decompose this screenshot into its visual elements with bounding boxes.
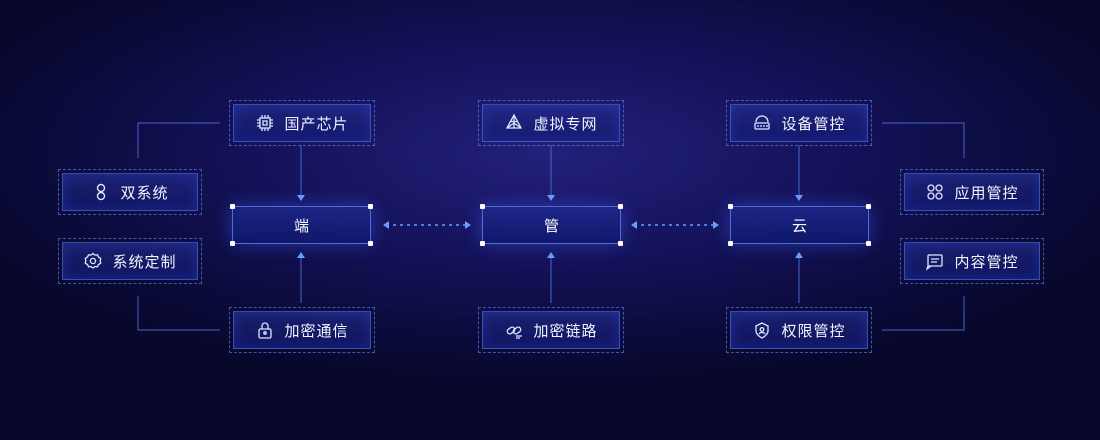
feature-xitong-dingzhi-label: 系统定制 <box>112 252 177 271</box>
feature-yingyong-guankong-label: 应用管控 <box>954 183 1019 202</box>
feature-neirong-guankong: 内容管控 <box>900 238 1044 284</box>
feature-guochan-xinpian-label: 国产芯片 <box>284 114 349 133</box>
lock-icon <box>255 320 275 340</box>
node-duan-label: 端 <box>293 216 309 235</box>
feature-shebei-guankong: 设备管控 <box>726 100 872 146</box>
node-guan-label: 管 <box>543 216 559 235</box>
feature-shuang-xitong-label: 双系统 <box>120 183 169 202</box>
feature-xuni-zhuanwang-label: 虚拟专网 <box>533 114 598 133</box>
feature-yingyong-guankong: 应用管控 <box>900 169 1044 215</box>
dual-system-icon <box>91 182 111 202</box>
network-icon <box>504 113 524 133</box>
node-yun: 云 <box>728 204 871 246</box>
feature-jiami-lianlu-label: 加密链路 <box>533 321 598 340</box>
content-icon <box>925 251 945 271</box>
feature-jiami-lianlu: 加密链路 <box>478 307 624 353</box>
shield-icon <box>752 320 772 340</box>
gear-icon <box>83 251 103 271</box>
apps-icon <box>925 182 945 202</box>
node-duan: 端 <box>230 204 373 246</box>
feature-quanxian-guankong-label: 权限管控 <box>781 321 846 340</box>
feature-shebei-guankong-label: 设备管控 <box>781 114 846 133</box>
node-guan: 管 <box>480 204 623 246</box>
feature-jiami-tongxin-label: 加密通信 <box>284 321 349 340</box>
feature-quanxian-guankong: 权限管控 <box>726 307 872 353</box>
link-icon <box>504 320 524 340</box>
chip-icon <box>255 113 275 133</box>
feature-guochan-xinpian: 国产芯片 <box>229 100 375 146</box>
feature-jiami-tongxin: 加密通信 <box>229 307 375 353</box>
feature-xuni-zhuanwang: 虚拟专网 <box>478 100 624 146</box>
feature-xitong-dingzhi: 系统定制 <box>58 238 202 284</box>
feature-shuang-xitong: 双系统 <box>58 169 202 215</box>
feature-neirong-guankong-label: 内容管控 <box>954 252 1019 271</box>
node-yun-label: 云 <box>791 216 807 235</box>
device-icon <box>752 113 772 133</box>
